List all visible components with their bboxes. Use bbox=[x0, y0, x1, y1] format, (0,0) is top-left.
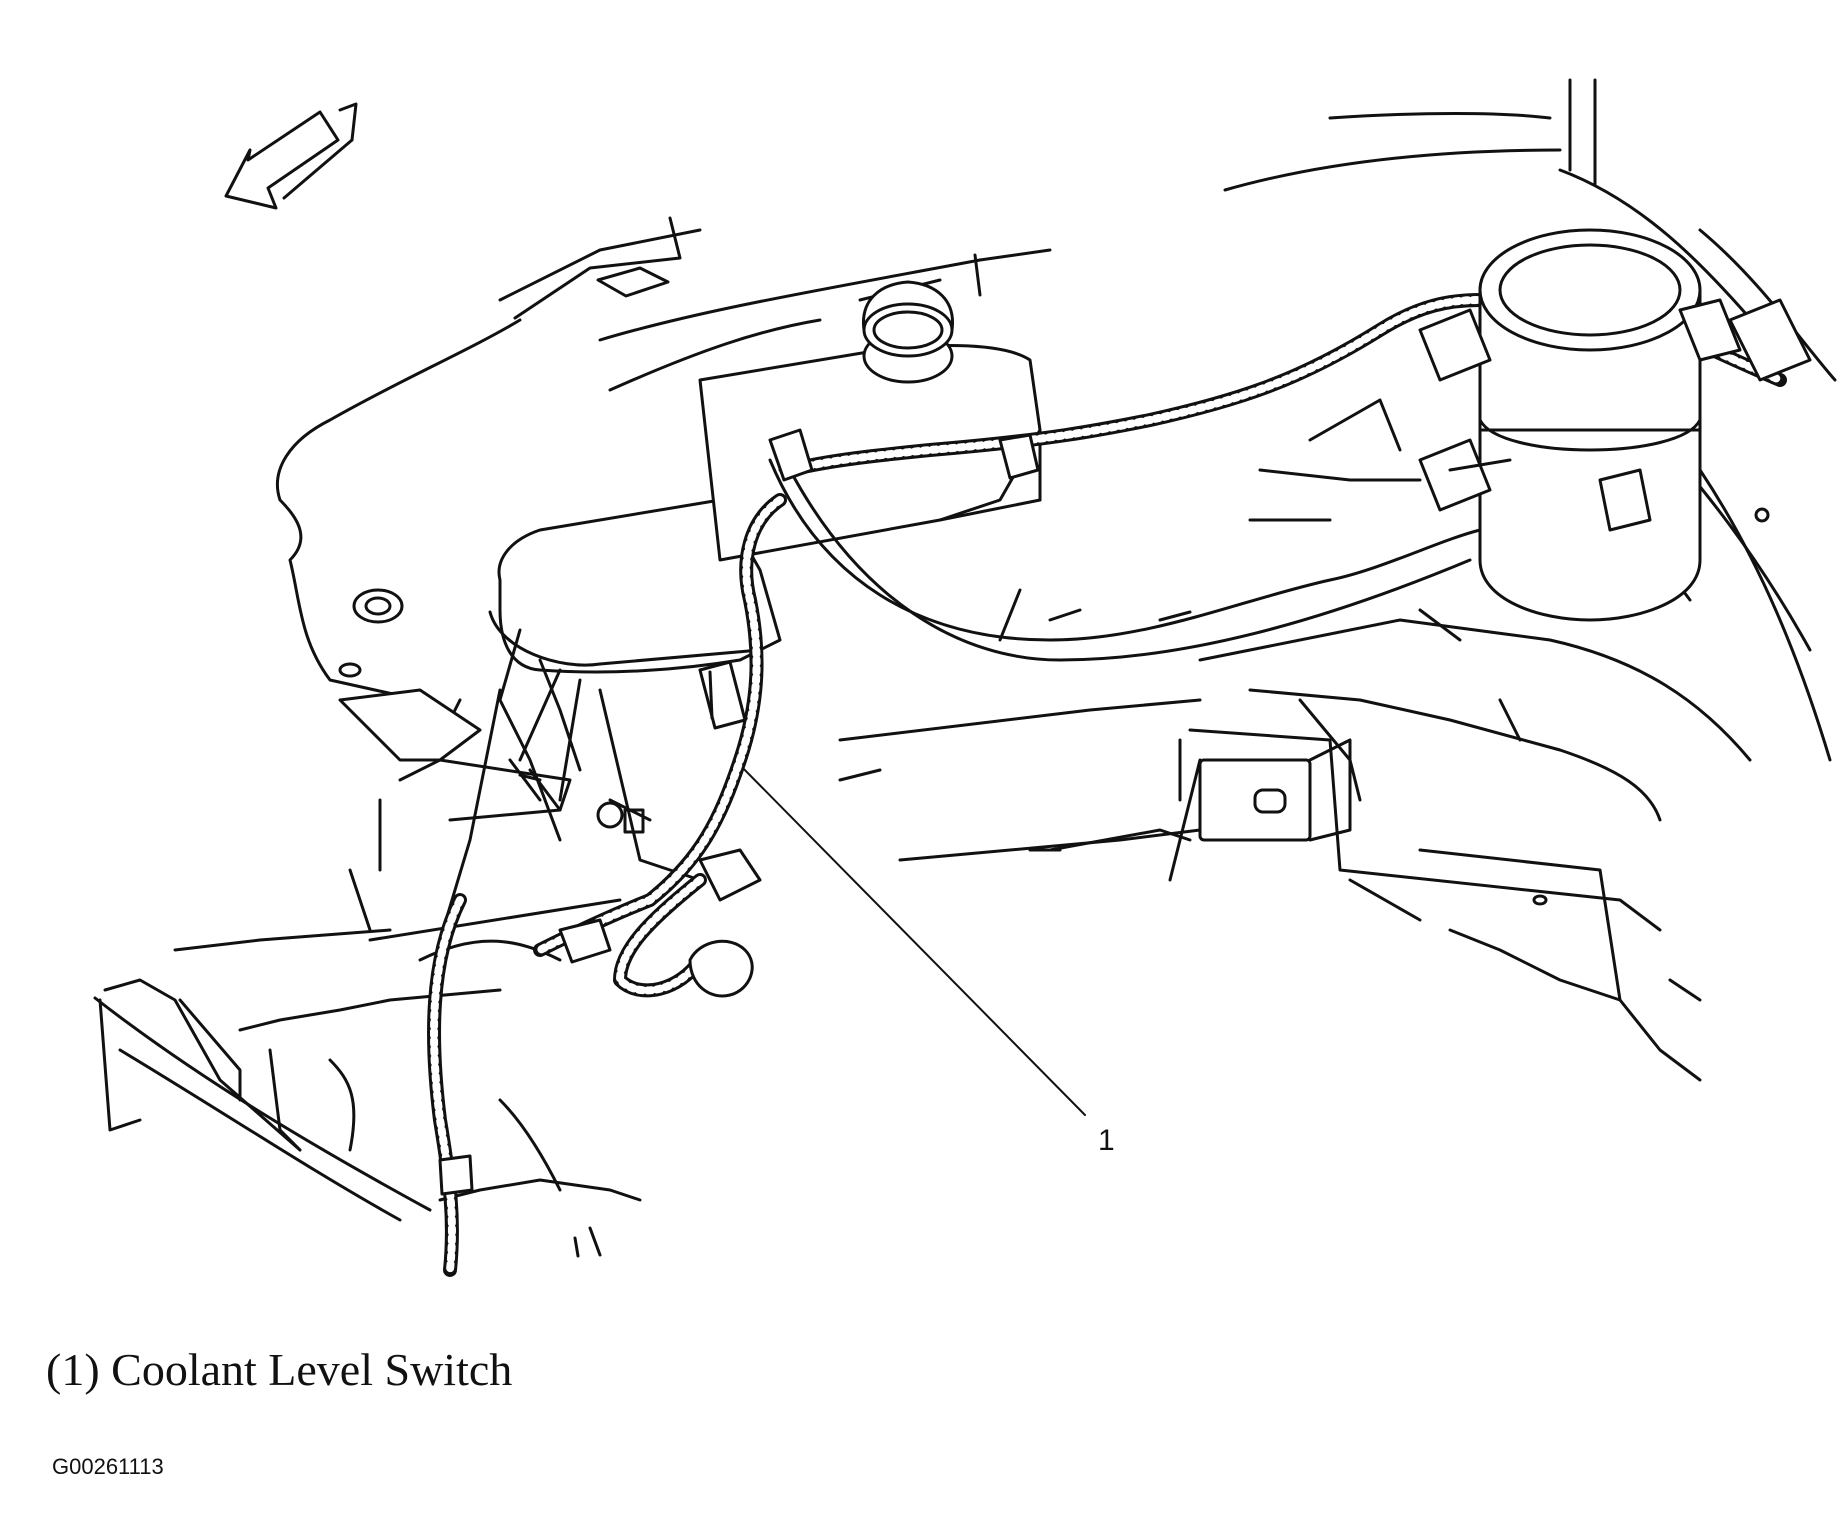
frame-rail bbox=[838, 698, 1352, 862]
harness-connectors bbox=[438, 428, 1040, 1196]
mounting-bracket bbox=[338, 688, 652, 834]
grommets-fasteners bbox=[338, 507, 1770, 906]
master-cylinder-reservoir bbox=[698, 280, 1042, 562]
brake-modulator-canister bbox=[1478, 228, 1702, 622]
callout-number-1: 1 bbox=[1098, 1124, 1115, 1157]
figure-caption: (1) Coolant Level Switch bbox=[46, 1344, 513, 1395]
line-fittings bbox=[1248, 298, 1812, 522]
figure-id: G00261113 bbox=[52, 1454, 164, 1479]
coolant-level-switch bbox=[698, 660, 747, 730]
inner-fender-wheelwell bbox=[1168, 608, 1752, 1082]
cowl-panel bbox=[275, 216, 1052, 702]
forward-arrow-icon bbox=[224, 102, 358, 210]
strut-tower-outline bbox=[1223, 78, 1837, 762]
left-fender-outline bbox=[93, 928, 642, 1258]
callout-leader-1 bbox=[734, 759, 1086, 1116]
